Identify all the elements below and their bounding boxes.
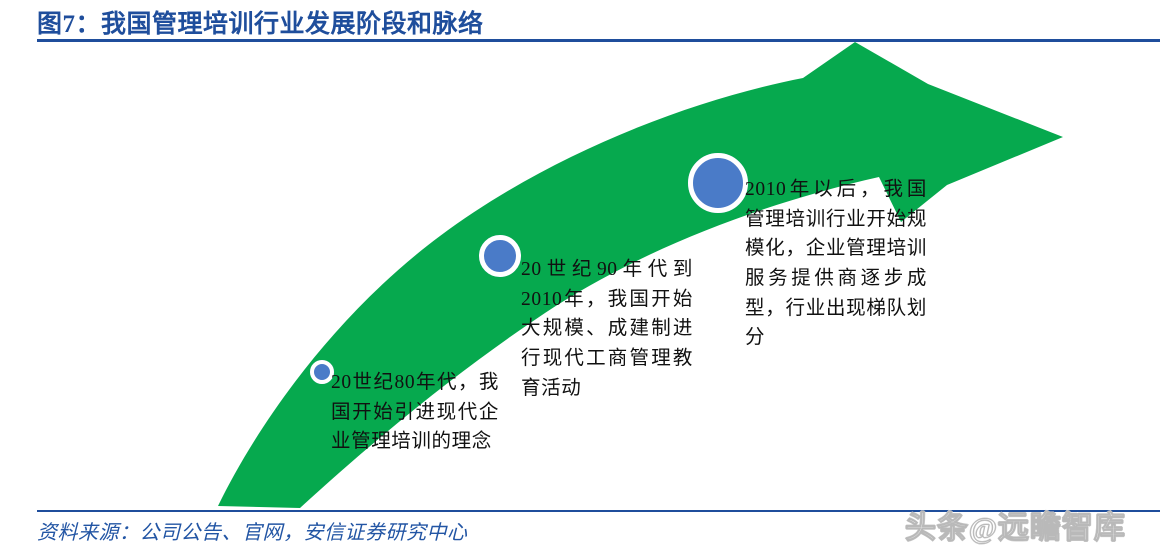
stage-label-1: 20世纪80年代，我国开始引进现代企业管理培训的理念 bbox=[331, 372, 499, 453]
stage-label-2: 20世纪90年代到2010年，我国开始大规模、成建制进行现代工商管理教育活动 bbox=[521, 259, 693, 399]
page-title: 图7：我国管理培训行业发展阶段和脉络 bbox=[37, 11, 484, 38]
stage-marker-ring bbox=[688, 153, 748, 213]
title-divider bbox=[37, 39, 1160, 42]
stage-marker-ring bbox=[310, 360, 334, 384]
source-note: 资料来源：公司公告、官网，安信证券研究中心 bbox=[37, 522, 468, 544]
stage-marker-1[interactable] bbox=[310, 360, 334, 384]
stage-label-3: 2010年以后，我国管理培训行业开始规模化，企业管理培训服务提供商逐步成型，行业… bbox=[745, 179, 927, 349]
stage-marker-3[interactable] bbox=[688, 153, 748, 213]
stage-marker-ring bbox=[479, 235, 521, 277]
stage-marker-2[interactable] bbox=[479, 235, 521, 277]
source-divider bbox=[37, 510, 1160, 512]
